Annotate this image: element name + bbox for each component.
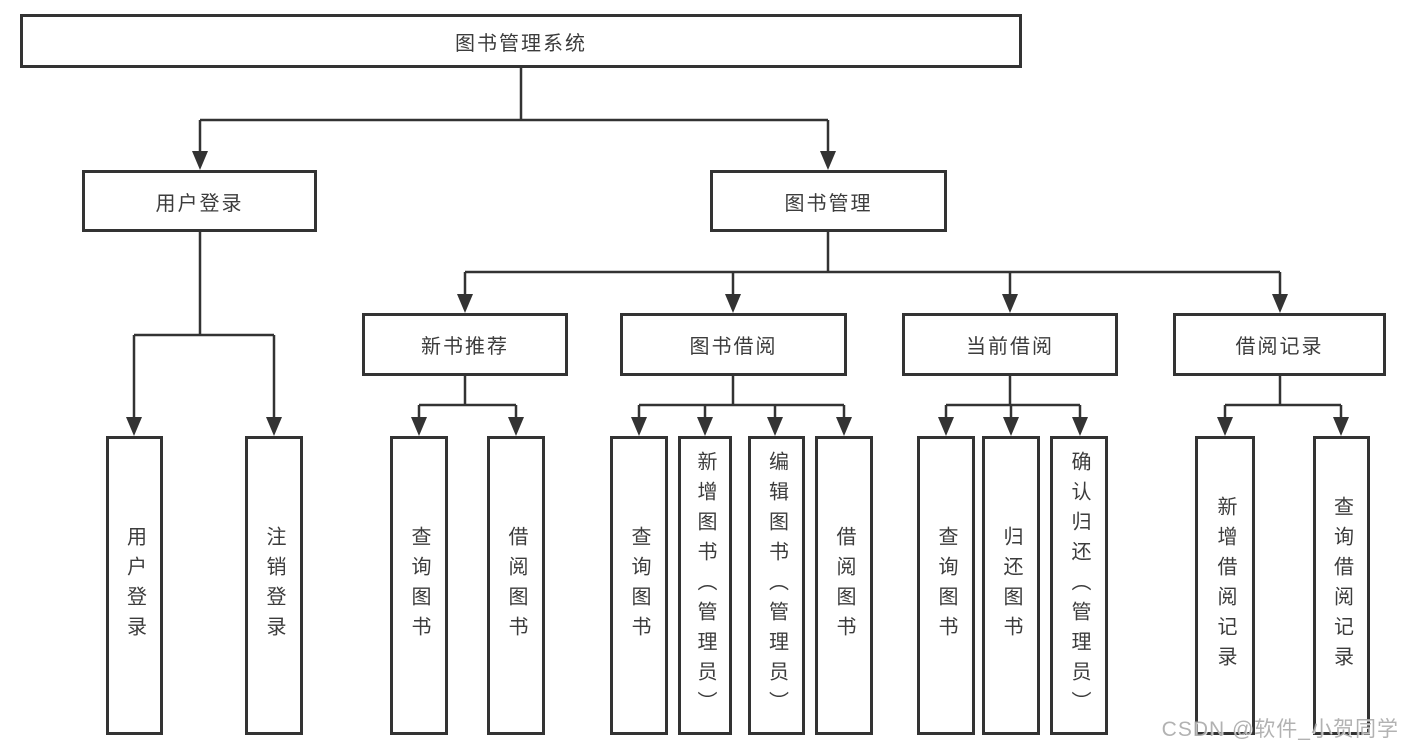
node-new-book-recommendation: 新书推荐 (362, 313, 568, 376)
node-label: 确认归还（管理员） (1068, 450, 1090, 721)
node-current-borrowing: 当前借阅 (902, 313, 1118, 376)
leaf-query-books: 查询图书 (917, 436, 975, 735)
node-label: 用户登录 (155, 192, 244, 215)
leaf-edit-books-admin: 编辑图书（管理员） (748, 436, 805, 735)
node-user-login: 用户登录 (82, 170, 317, 232)
leaf-query-books: 查询图书 (390, 436, 448, 735)
node-label: 新增图书（管理员） (694, 450, 716, 721)
node-borrowing-records: 借阅记录 (1173, 313, 1386, 376)
node-label: 查询借阅记录 (1330, 495, 1353, 676)
leaf-logout-login: 注销登录 (245, 436, 303, 735)
leaf-borrow-books: 借阅图书 (815, 436, 873, 735)
leaf-query-borrowing-record: 查询借阅记录 (1313, 436, 1370, 735)
node-label: 查询图书 (935, 525, 957, 646)
node-label: 当前借阅 (966, 336, 1054, 358)
node-label: 新书推荐 (421, 336, 509, 358)
csdn-watermark: CSDN @软件_小贺同学 (1161, 718, 1399, 741)
node-label: 查询图书 (628, 525, 650, 646)
leaf-confirm-return-admin: 确认归还（管理员） (1050, 436, 1108, 735)
node-label: 编辑图书（管理员） (765, 450, 788, 721)
node-library-management-system: 图书管理系统 (20, 14, 1022, 68)
node-label: 查询图书 (408, 525, 430, 646)
node-label: 借阅图书 (833, 525, 855, 646)
node-label: 图书管理 (784, 192, 873, 215)
leaf-borrow-books: 借阅图书 (487, 436, 545, 735)
node-label: 新增借阅记录 (1214, 495, 1236, 676)
node-label: 借阅图书 (505, 525, 527, 646)
node-label: 借阅记录 (1235, 336, 1324, 358)
leaf-add-books-admin: 新增图书（管理员） (678, 436, 732, 735)
node-label: 图书借阅 (689, 336, 778, 358)
leaf-return-books: 归还图书 (982, 436, 1040, 735)
node-label: 注销登录 (263, 525, 285, 646)
node-book-management: 图书管理 (710, 170, 947, 232)
node-label: 图书管理系统 (455, 32, 587, 55)
leaf-add-borrowing-record: 新增借阅记录 (1195, 436, 1255, 735)
node-label: 归还图书 (1000, 525, 1022, 646)
leaf-query-books: 查询图书 (610, 436, 668, 735)
node-book-borrowing: 图书借阅 (620, 313, 847, 376)
node-label: 用户登录 (123, 525, 146, 646)
leaf-user-login: 用户登录 (106, 436, 163, 735)
